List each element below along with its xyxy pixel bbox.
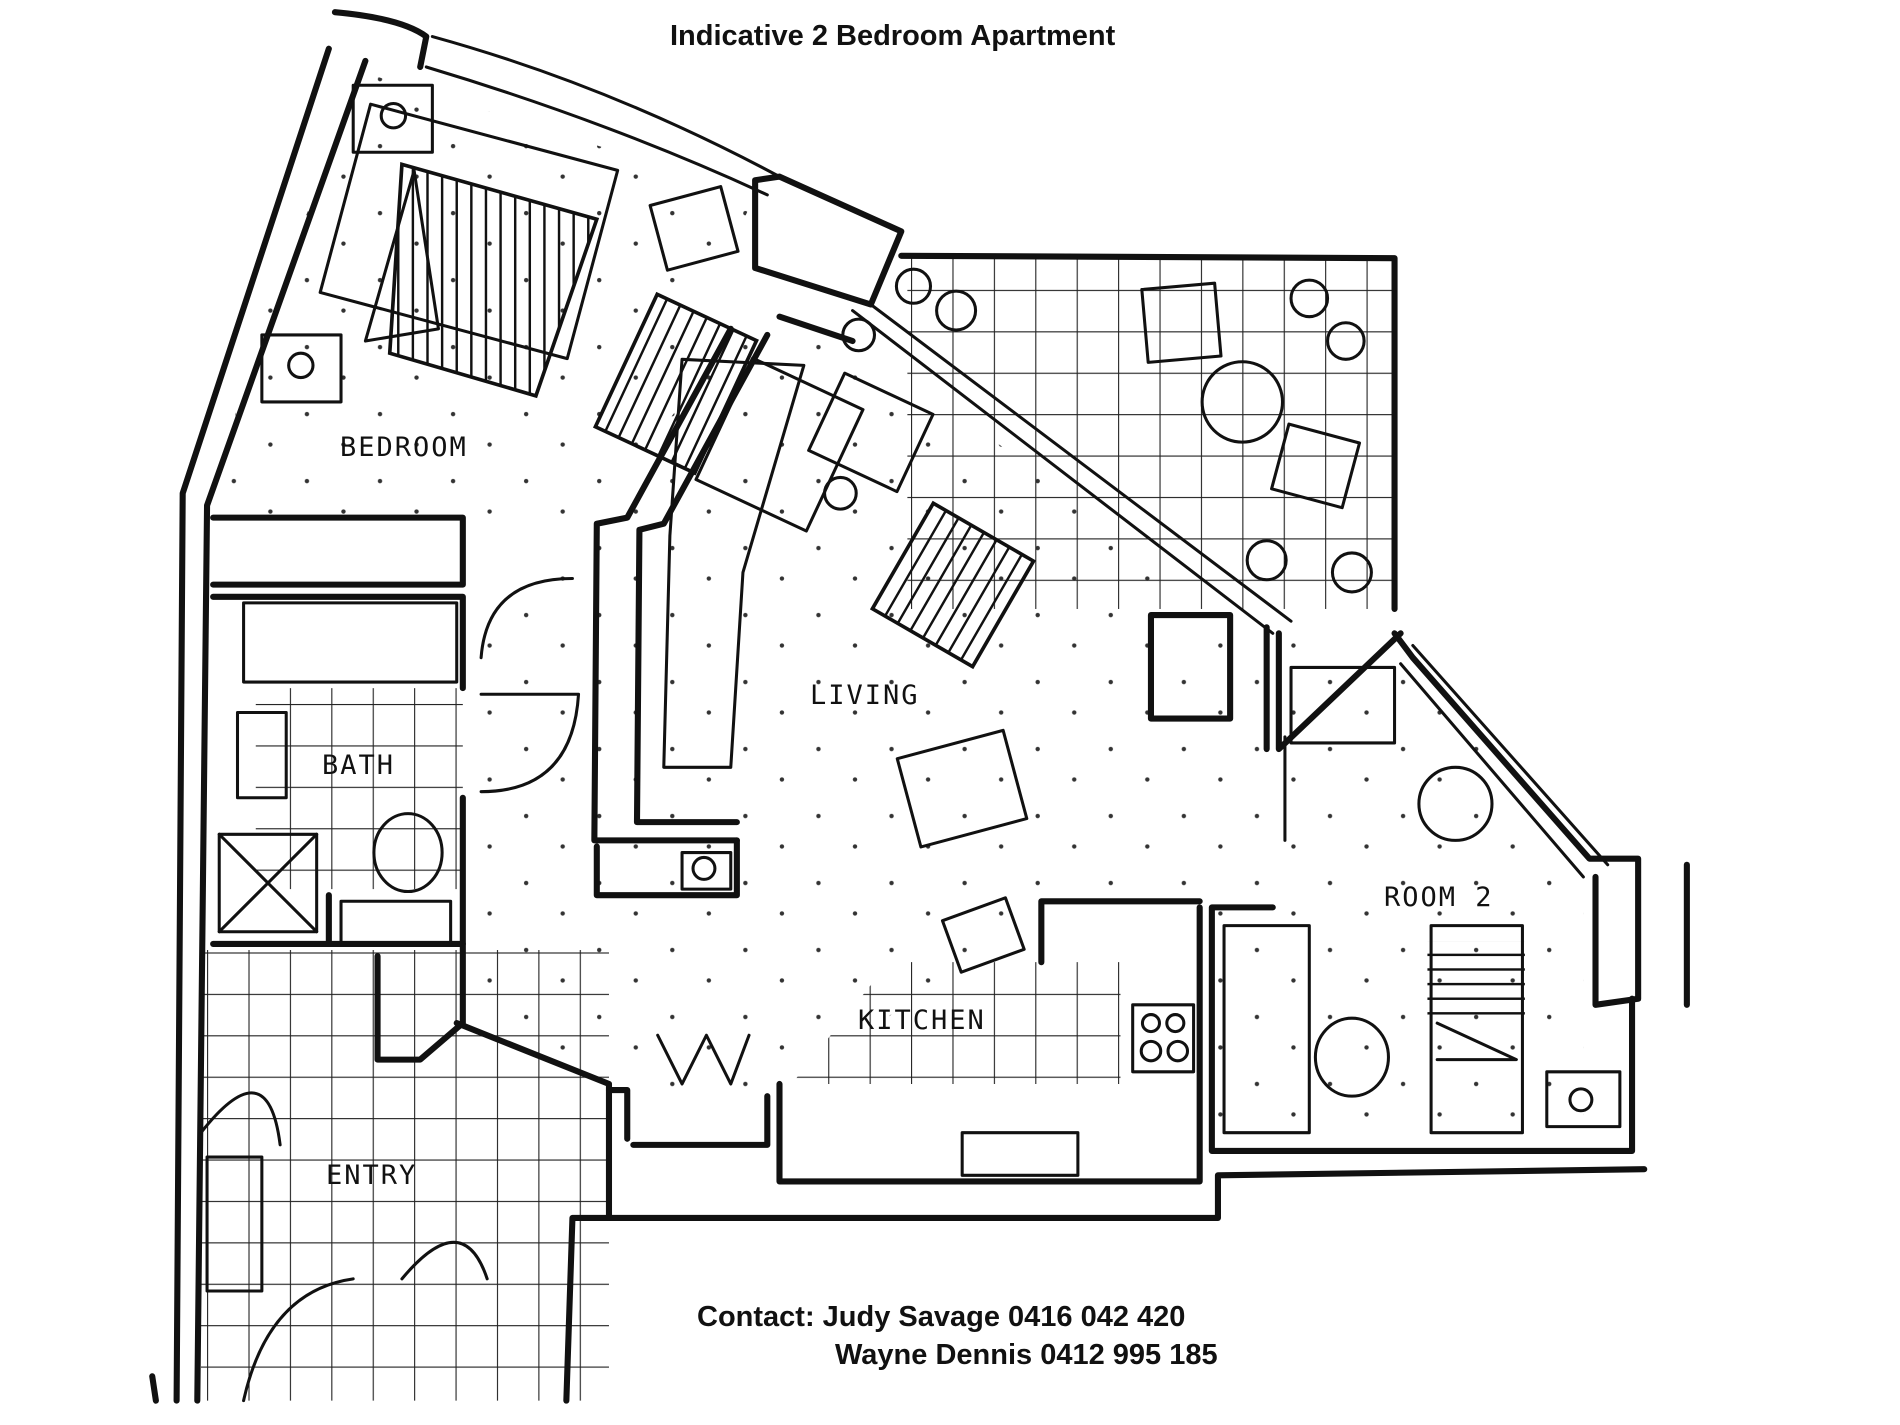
furniture xyxy=(199,83,1622,1403)
contact-line-2: Wayne Dennis 0412 995 185 xyxy=(835,1339,1218,1371)
room-label-living: LIVING xyxy=(810,680,920,711)
room-label-room2: ROOM 2 xyxy=(1384,882,1494,913)
contact-info: Contact: Judy Savage 0416 042 420 Wayne … xyxy=(697,1298,1218,1374)
room-label-kitchen: KITCHEN xyxy=(858,1005,986,1036)
room-label-bath: BATH xyxy=(322,750,396,781)
plan-title: Indicative 2 Bedroom Apartment xyxy=(670,20,1116,52)
contact-line-1: Contact: Judy Savage 0416 042 420 xyxy=(697,1301,1186,1333)
room-label-entry: ENTRY xyxy=(326,1160,418,1191)
plant-icons xyxy=(894,267,1373,594)
room-label-bedroom: BEDROOM xyxy=(340,432,468,463)
